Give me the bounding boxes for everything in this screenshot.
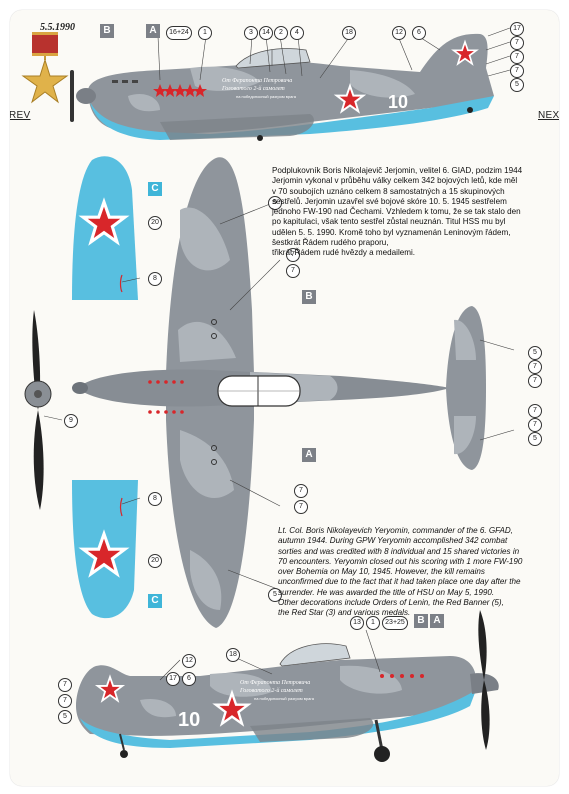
svg-text:От Ферапонта Петровича: От Ферапонта Петровича: [240, 680, 310, 686]
callout: 7: [58, 678, 72, 692]
callout: 14: [259, 26, 273, 40]
callout: 23+25: [382, 616, 408, 630]
artwork: 10 От Ферапонта Петровича Головатого 2-й…: [21, 27, 515, 762]
description-english: Lt. Col. Boris Nikolayevich Yeryomin, co…: [278, 526, 554, 619]
callout: 5: [528, 346, 542, 360]
svg-text:на победоносный разгром врага: на победоносный разгром врага: [254, 696, 315, 701]
callout: 7: [510, 64, 524, 78]
callout: 7: [528, 404, 542, 418]
callout: 18: [342, 26, 356, 40]
colour-key-a-top: A: [146, 24, 160, 38]
description-english-text: Lt. Col. Boris Nikolayevich Yeryomin, co…: [278, 526, 523, 618]
callout: 5: [58, 710, 72, 724]
side-profile-bottom: 10 От Ферапонта Петровича Головатого 2-й…: [76, 610, 499, 762]
svg-text:Головатого 2-й самолет: Головатого 2-й самолет: [221, 85, 285, 92]
callout: 3: [244, 26, 258, 40]
description-czech-text: Podplukovník Boris Nikolajevič Jerjomin,…: [272, 166, 523, 258]
side-profile-top: 10 От Ферапонта Петровича Головатого 2-й…: [70, 33, 494, 141]
callout: 5: [528, 432, 542, 446]
callout: 7: [286, 264, 300, 278]
svg-text:10: 10: [388, 92, 408, 112]
colour-key-b-top: B: [100, 24, 114, 38]
callout: 12: [182, 654, 196, 668]
callout: 16+24: [166, 26, 192, 40]
callout: 17: [166, 672, 180, 686]
profile-sheet: 10 От Ферапонта Петровича Головатого 2-й…: [10, 10, 559, 786]
propeller-icon: [24, 310, 52, 510]
callout: 17: [510, 22, 524, 36]
hero-medal-icon: [21, 32, 69, 104]
award-date: 5.5.1990: [40, 22, 75, 33]
leader-lines: [43, 27, 515, 681]
callout: 7: [294, 484, 308, 498]
callout: 2: [274, 26, 288, 40]
callout: 7: [528, 360, 542, 374]
callout: 7: [286, 248, 300, 262]
callout: 20: [148, 554, 162, 568]
svg-text:Головатого 2-й самолет: Головатого 2-й самолет: [239, 687, 303, 694]
callout: 7: [528, 374, 542, 388]
callout: 5: [510, 78, 524, 92]
callout: 6: [182, 672, 196, 686]
colour-key-a-mid: A: [302, 448, 316, 462]
colour-key-c-lower: C: [148, 594, 162, 608]
svg-text:10: 10: [178, 709, 200, 731]
prev-link[interactable]: PREV: [10, 110, 31, 121]
callout: 13: [350, 616, 364, 630]
callout: 8: [148, 492, 162, 506]
fin-upper-view: [72, 156, 138, 300]
colour-key-b-bottom: B: [414, 614, 428, 628]
callout: 7: [294, 500, 308, 514]
callout: 4: [290, 26, 304, 40]
callout: 8: [148, 272, 162, 286]
next-link[interactable]: NEXT: [538, 110, 559, 121]
callout: 7: [58, 694, 72, 708]
colour-key-b-mid: B: [302, 290, 316, 304]
callout: 12: [392, 26, 406, 40]
callout: 18: [226, 648, 240, 662]
callout: 5: [268, 196, 282, 210]
callout: 7: [528, 418, 542, 432]
colour-key-c-upper: C: [148, 182, 162, 196]
colour-key-a-bottom: A: [430, 614, 444, 628]
callout: 7: [510, 36, 524, 50]
callout: 7: [510, 50, 524, 64]
svg-text:на победоносный разгром врага: на победоносный разгром врага: [236, 94, 297, 99]
callout: 1: [366, 616, 380, 630]
callout: 5: [268, 588, 282, 602]
callout: 9: [64, 414, 78, 428]
callout: 1: [198, 26, 212, 40]
svg-text:От Ферапонта Петровича: От Ферапонта Петровича: [222, 78, 292, 84]
description-czech: Podplukovník Boris Nikolajevič Jerjomin,…: [272, 166, 554, 259]
top-view-planform: [72, 157, 486, 628]
callout: 6: [412, 26, 426, 40]
callout: 20: [148, 216, 162, 230]
fin-lower-view: [72, 480, 138, 619]
